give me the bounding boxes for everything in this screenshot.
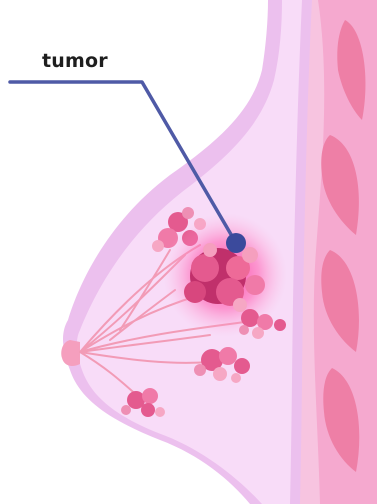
- tumor-label: tumor: [42, 50, 108, 72]
- tumor-marker-dot: [226, 233, 246, 253]
